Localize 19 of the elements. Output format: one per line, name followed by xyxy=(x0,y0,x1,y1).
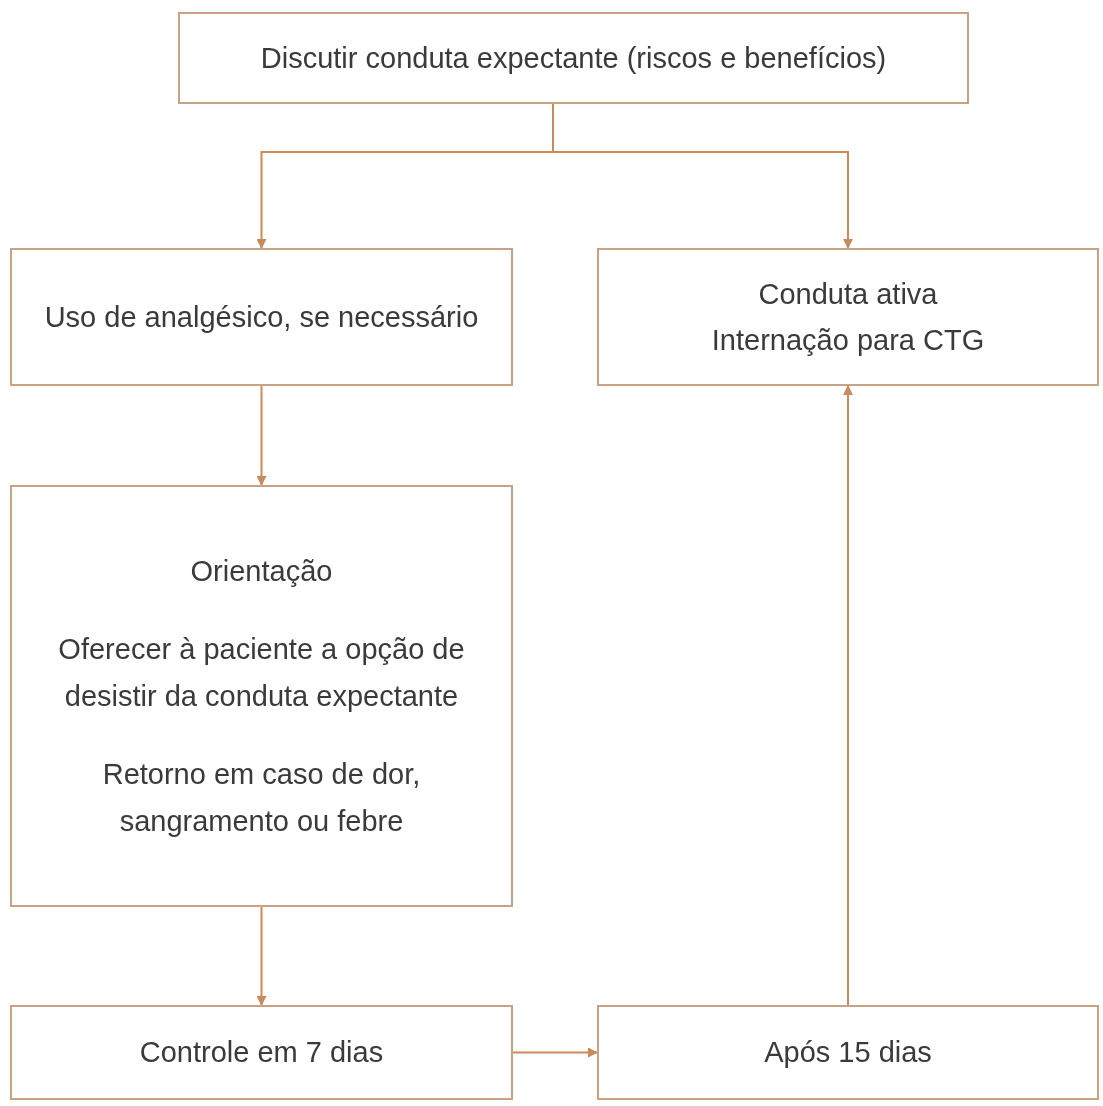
process-box xyxy=(178,12,969,104)
box-text: Discutir conduta expectante (riscos e benefícios) xyxy=(260,40,887,76)
arrow xyxy=(256,385,267,486)
box-text: Controle em 7 dias xyxy=(139,1035,384,1071)
arrow xyxy=(843,385,853,1006)
process-box xyxy=(10,248,513,386)
process-box xyxy=(597,1005,1099,1100)
box-text: Oferecer à paciente a opção de desistir da conduta expectante xyxy=(57,632,466,714)
process-box xyxy=(10,485,513,907)
arrow xyxy=(256,906,267,1006)
box-text: Retorno em caso de dor, sangramento ou febre xyxy=(101,757,422,839)
box-text: Orientação xyxy=(190,554,333,589)
box-text: Após 15 dias xyxy=(764,1035,932,1071)
arrow xyxy=(512,1047,598,1058)
box-text: Internação para CTG xyxy=(711,323,985,358)
box-text: Uso de analgésico, se necessário xyxy=(44,299,479,335)
box-text: Conduta ativa xyxy=(758,276,938,312)
process-box xyxy=(10,1005,513,1100)
process-box xyxy=(597,248,1099,386)
